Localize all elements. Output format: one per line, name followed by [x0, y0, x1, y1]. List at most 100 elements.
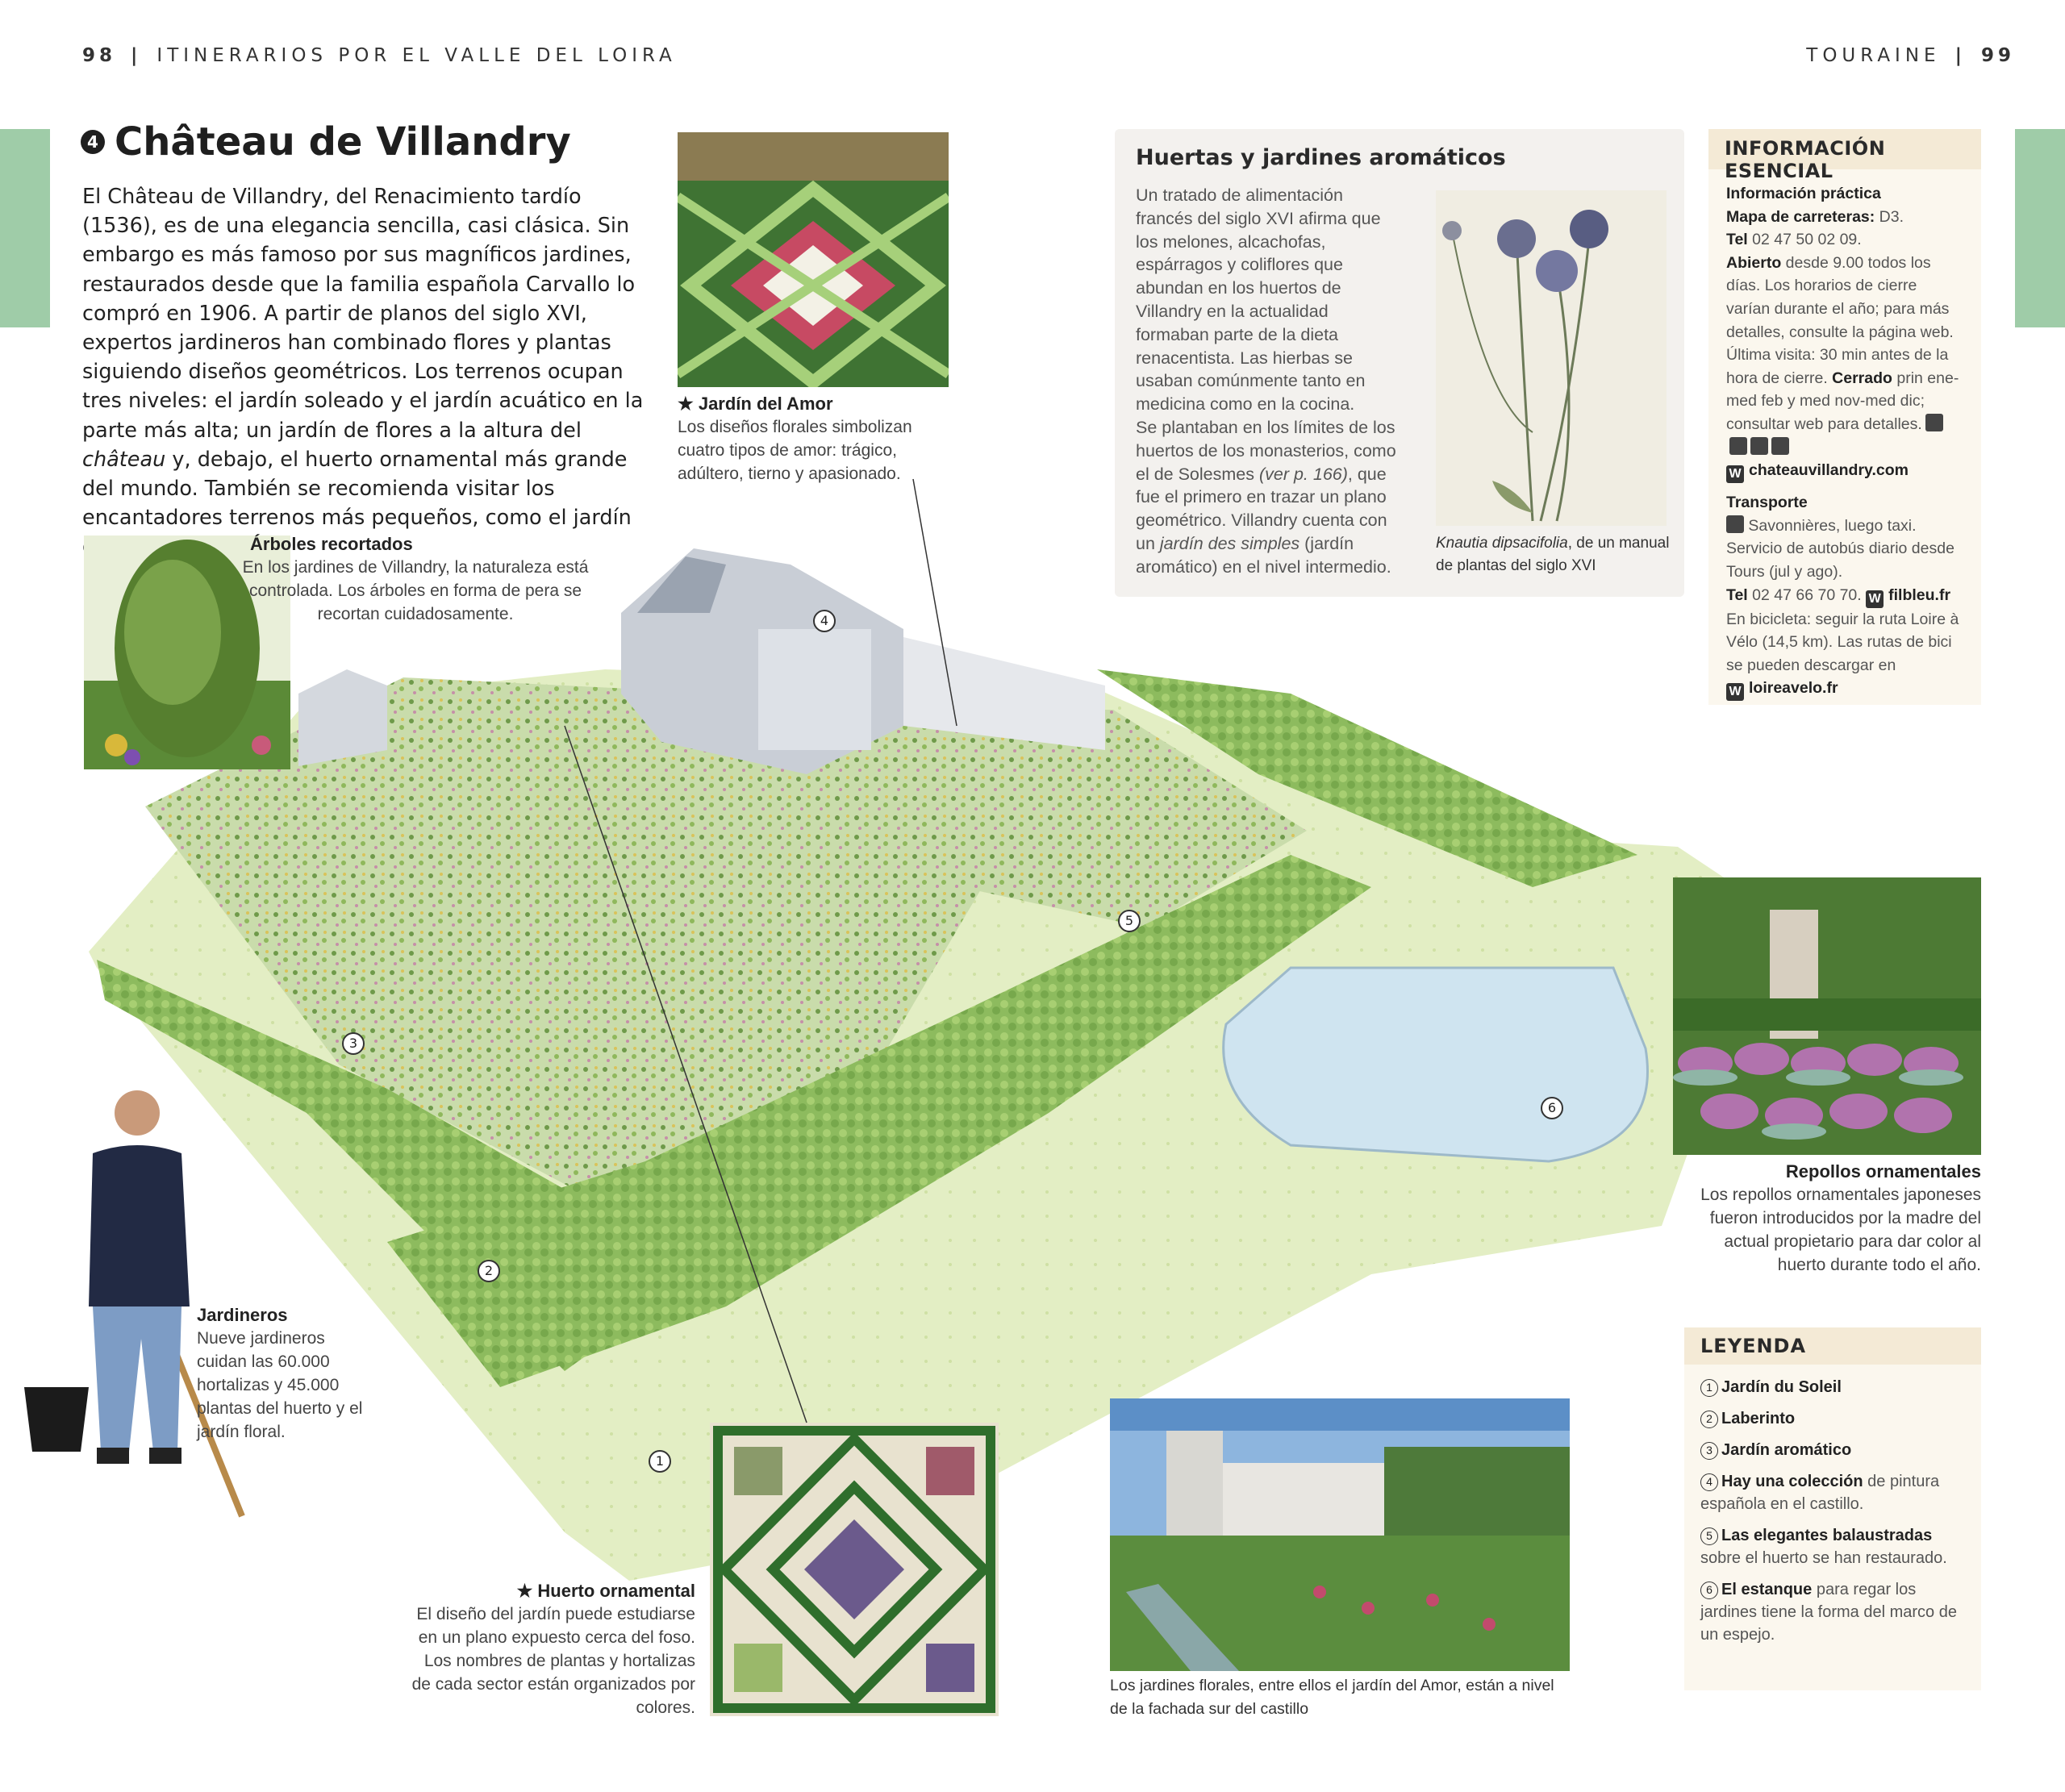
caption-arboles-recortados: Árboles recortados En los jardines de Vi… [242, 532, 589, 626]
map-marker-1: 1 [649, 1450, 671, 1473]
photo-jardin-del-amor-art [678, 132, 949, 387]
info-cerrado-label: Cerrado [1832, 369, 1892, 387]
web-link-chateauvillandry[interactable]: chateauvillandry.com [1749, 461, 1909, 480]
info-mapa-value: D3. [1875, 207, 1904, 226]
caption-jardin-del-amor-title: ★ Jardín del Amor [678, 394, 833, 414]
info-cerrado-value: prin ene-med feb y med nov-med dic; cons… [1726, 369, 1959, 433]
intro-paragraph: El Château de Villandry, del Renacimient… [82, 182, 655, 562]
web-icon: W [1726, 683, 1744, 702]
info-tel-value: 02 47 50 02 09. [1747, 231, 1862, 249]
plant-caption-rest: , de un manual de plantas del siglo XVI [1436, 535, 1670, 574]
info-transporte-text: Savonnières, luego taxi. Servicio de aut… [1726, 516, 1954, 581]
title-text: Château de Villandry [115, 119, 571, 165]
huertas-p2-ref: (ver p. 166) [1258, 464, 1348, 484]
right-page-number: 99 [1980, 45, 2015, 66]
legend-number: 3 [1700, 1442, 1718, 1460]
photo-repollos [1673, 877, 1981, 1155]
running-header-right: TOURAINE|99 [1806, 45, 2015, 66]
huertas-paragraph-1: Un tratado de alimentación francés del s… [1136, 185, 1381, 415]
page-title: 4 Château de Villandry [81, 119, 571, 165]
web-link-loireavelo[interactable]: loireavelo.fr [1749, 679, 1838, 698]
plant-illustration [1436, 190, 1667, 526]
legend-item-bold: El estanque [1721, 1581, 1813, 1598]
caption-jardin-del-amor: ★ Jardín del Amor Los diseños florales s… [678, 392, 952, 486]
map-marker-3: 3 [342, 1032, 365, 1055]
caption-jardin-del-amor-text: Los diseños florales simbolizan cuatro t… [678, 418, 912, 483]
title-number-badge: 4 [81, 130, 105, 154]
caption-repollos: Repollos ornamentales Los repollos ornam… [1678, 1160, 1981, 1277]
left-page-number: 98 [82, 45, 117, 66]
no-photos-icon [1925, 413, 1943, 431]
left-running-title: ITINERARIOS POR EL VALLE DEL LOIRA [156, 45, 677, 66]
legend-number: 4 [1700, 1473, 1718, 1491]
caption-huerto-ornamental: ★ Huerto ornamental El diseño del jardín… [403, 1579, 695, 1719]
info-tel2-value: 02 47 66 70 70. [1747, 586, 1862, 604]
info-tel2-label: Tel [1726, 586, 1748, 604]
running-header-left: 98|ITINERARIOS POR EL VALLE DEL LOIRA [82, 45, 677, 66]
photo-huerto-art [710, 1423, 999, 1716]
info-bici-text: En bicicleta: seguir la ruta Loire à Vél… [1726, 610, 1959, 674]
info-esencial-body: Información práctica Mapa de carreteras:… [1708, 169, 1981, 702]
huertas-box: Huertas y jardines aromáticos Un tratado… [1115, 129, 1684, 597]
caption-huerto-title: ★ Huerto ornamental [516, 1581, 695, 1601]
web-link-filbleu[interactable]: filbleu.fr [1888, 586, 1951, 604]
caption-repollos-title: Repollos ornamentales [1785, 1161, 1981, 1181]
huertas-text: Un tratado de alimentación francés del s… [1136, 184, 1402, 579]
caption-jardineros-title: Jardineros [197, 1305, 288, 1325]
legend-item-bold: Laberinto [1721, 1410, 1796, 1427]
huertas-p2-a: Se plantaban en los límites de los huert… [1136, 417, 1396, 484]
info-esencial-title: INFORMACIÓN ESENCIAL [1708, 129, 1981, 182]
right-running-title: TOURAINE [1806, 45, 1941, 66]
legend-item-rest: de pintura española en el castillo. [1700, 1473, 1940, 1513]
caption-arboles-title: Árboles recortados [250, 534, 413, 554]
info-abierto-value: desde 9.00 todos los días. Los horarios … [1726, 253, 1954, 387]
legend-number: 6 [1700, 1582, 1718, 1599]
info-practica-heading: Información práctica [1726, 185, 1881, 202]
info-abierto-label: Abierto [1726, 253, 1782, 272]
train-icon [1726, 515, 1744, 533]
huertas-p2-italic: jardín des simples [1159, 533, 1300, 553]
map-marker-6: 6 [1541, 1097, 1563, 1119]
legend-item-bold: Las elegantes balaustradas [1721, 1527, 1933, 1544]
legend-item-bold: Hay una colección [1721, 1473, 1863, 1490]
web-icon: W [1866, 590, 1884, 608]
no-flash-icon [1771, 436, 1789, 455]
info-transporte-heading: Transporte [1726, 494, 1808, 512]
huertas-paragraph-2: Se plantaban en los límites de los huert… [1136, 416, 1402, 579]
gardener-art [24, 1090, 245, 1518]
map-marker-4: 4 [813, 610, 836, 632]
chapter-tab-left [0, 129, 50, 327]
intro-italic: château [82, 447, 166, 472]
intro-text: El Château de Villandry, del Renacimient… [82, 185, 644, 443]
photo-jardin-del-amor [678, 132, 949, 387]
info-tel-label: Tel [1726, 231, 1748, 249]
legend-item-rest: para regar los jardines tiene la forma d… [1700, 1581, 1957, 1644]
caption-jardineros-text: Nueve jardineros cuidan las 60.000 horta… [197, 1329, 363, 1441]
legend-item-bold: Jardín du Soleil [1721, 1378, 1842, 1396]
photo-arboles-art [84, 536, 290, 769]
caption-fachada-sur: Los jardines florales, entre ellos el ja… [1110, 1677, 1554, 1718]
map-marker-2: 2 [478, 1260, 500, 1282]
info-esencial-panel: INFORMACIÓN ESENCIAL Información práctic… [1708, 129, 1981, 705]
legend-title: LEYENDA [1684, 1327, 1981, 1365]
huertas-title: Huertas y jardines aromáticos [1136, 145, 1506, 170]
legend-number: 2 [1700, 1411, 1718, 1428]
photo-arboles-recortados [84, 536, 290, 769]
photo-huerto-ornamental [710, 1423, 999, 1716]
legend-number: 1 [1700, 1379, 1718, 1397]
chapter-tab-right [2015, 129, 2065, 327]
legend-number: 5 [1700, 1527, 1718, 1545]
caption-arboles-text: En los jardines de Villandry, la natural… [242, 558, 589, 623]
web-icon: W [1726, 465, 1744, 484]
huertas-p2-c: , que fue el primero en trazar un plano … [1136, 464, 1387, 553]
plant-caption: Knautia dipsacifolia, de un manual de pl… [1436, 532, 1670, 577]
legend-item-bold: Jardín aromático [1721, 1441, 1852, 1459]
